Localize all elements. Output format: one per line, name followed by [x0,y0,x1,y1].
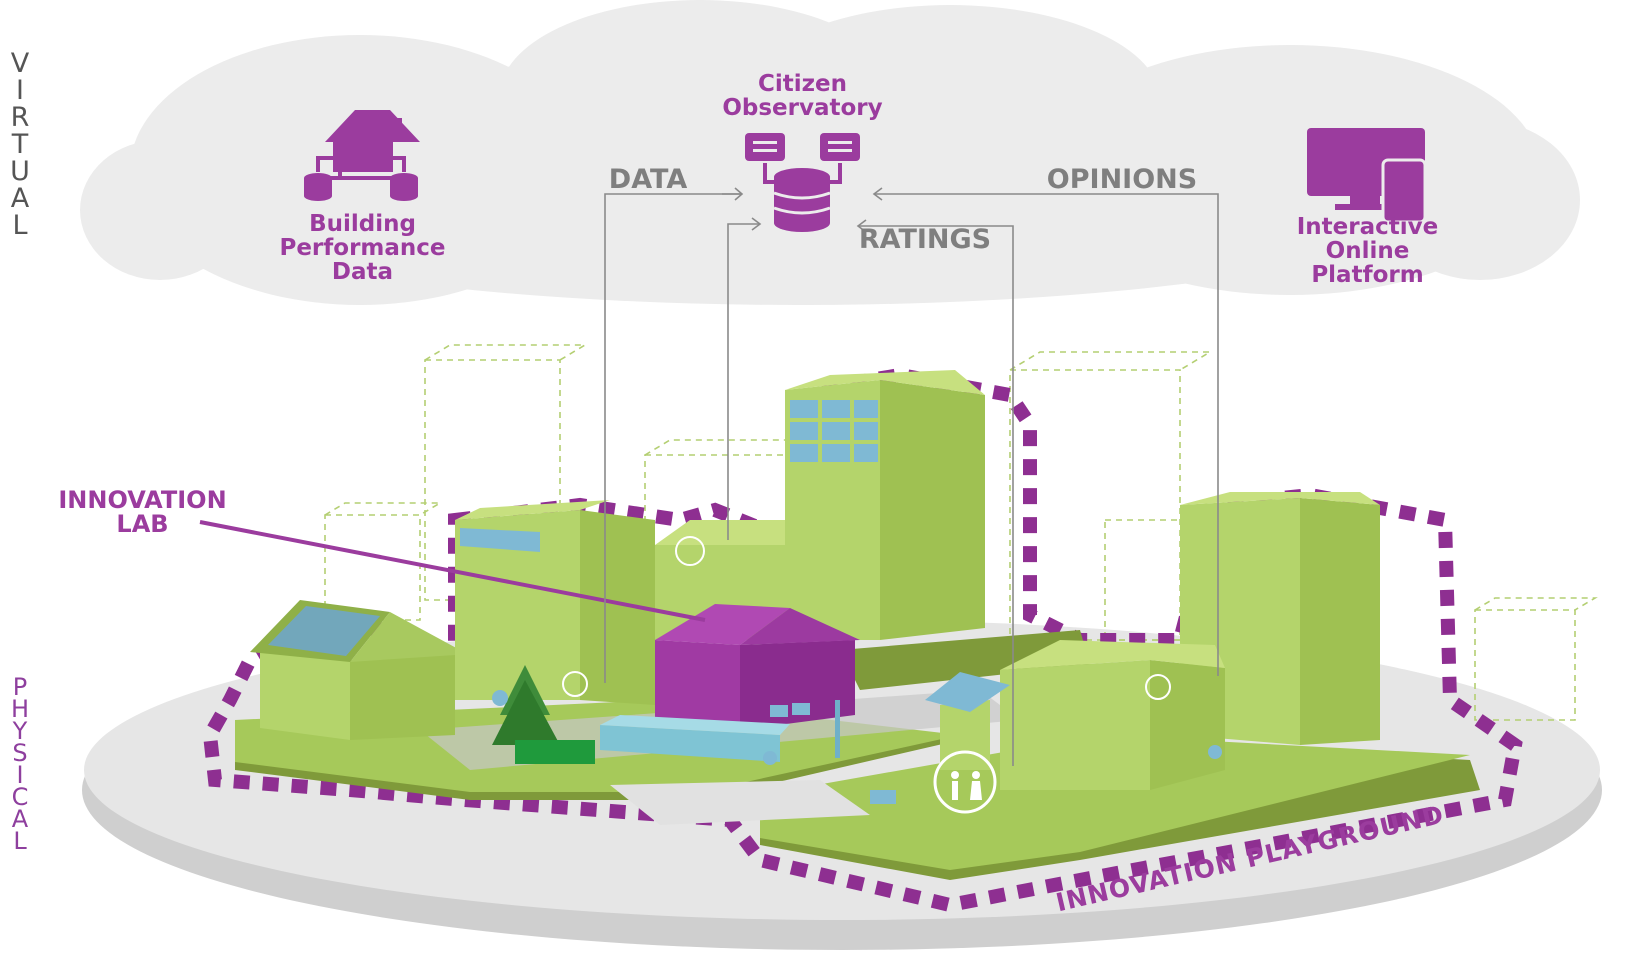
buildings [250,370,1380,814]
platform-label-line: Interactive [1296,214,1439,240]
citizens-icon [933,750,997,814]
physical-letter: H [10,695,30,723]
building-label-line: Building [309,211,416,237]
physical-letter: I [16,761,24,789]
data-arrow [727,223,760,540]
car-icon [763,751,777,765]
tram [600,715,790,762]
innovation-lab-label: INNOVATION LAB [25,488,260,536]
physical-side-label: P H Y S I C A L [6,673,34,855]
observatory-label-line: Observatory [722,95,883,121]
virtual-letter: V [10,48,30,79]
virtual-letter: U [10,156,30,187]
opinions-arrow [874,193,1219,676]
data-flow-label: DATA [608,164,688,195]
car-icon [492,690,508,706]
street-lamp [835,700,840,758]
kiosk [925,672,1010,770]
solar-house [250,600,460,740]
lab-pointer-line [199,520,706,622]
virtual-letter: A [10,183,30,214]
virtual-letter: R [10,102,30,133]
ratings-arrow [858,225,1014,766]
pedestrian-icon [562,671,588,697]
virtual-letter: I [16,75,24,106]
observatory-label: Citizen Observatory [720,72,885,120]
building-data-icon [304,110,420,201]
cloud [80,0,1580,305]
virtual-side-label: V I R T U A L [6,50,34,239]
building-performance-label: Building Performance Data [255,212,470,284]
car-icon [1208,745,1222,759]
van-icon [870,790,896,804]
platform-label-line: Online [1325,238,1410,264]
virtual-letter: L [12,210,28,241]
observatory-label-line: Citizen [757,71,847,97]
platform-label: Interactive Online Platform [1270,215,1465,287]
ratings-flow-label: RATINGS [858,224,992,255]
physical-letter: Y [12,717,28,745]
physical-letter: S [12,739,28,767]
physical-letter: L [13,827,27,855]
virtual-letter: T [11,129,29,160]
building-label-line: Data [331,259,394,285]
left-block [455,500,655,705]
physical-letter: A [11,805,29,833]
data-arrow [604,193,742,683]
platform-label-line: Platform [1311,262,1424,288]
physical-letter: P [12,673,28,701]
tall-tower [785,370,985,640]
observatory-database-icon [745,133,860,232]
lab-label-line: LAB [116,510,169,538]
building-label-line: Performance [279,235,446,261]
opinions-flow-label: OPINIONS [1046,164,1198,195]
physical-letter: C [11,783,29,811]
tree [492,665,595,764]
innovation-lab-building [655,604,860,730]
lab-label-line: INNOVATION [58,486,227,514]
monitor-tablet-icon [1307,128,1427,224]
right-low-block [1000,640,1225,790]
connector-arrows [604,187,1219,766]
